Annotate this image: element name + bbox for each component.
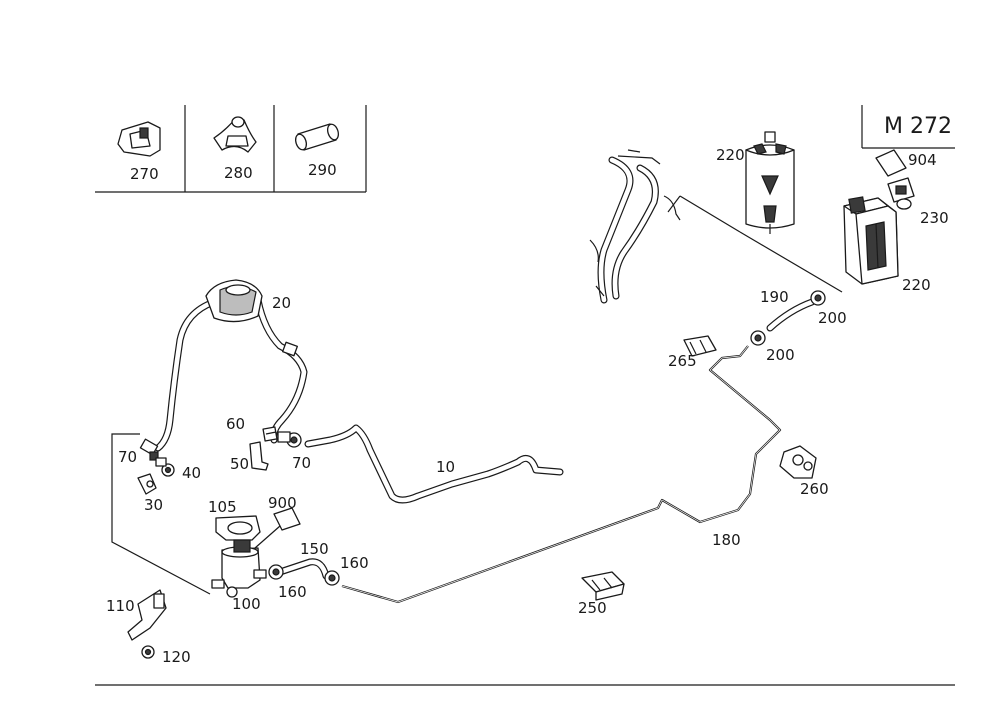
label-220-upper: 220 [716,146,745,164]
connector-60 [262,426,278,442]
clamp-200-lower [750,330,766,346]
harness-bundle [589,149,681,304]
model-code: M 272 [884,114,952,139]
hose-190 [766,298,816,332]
label-160-right: 160 [340,554,369,572]
label-120: 120 [162,648,191,666]
tube-290-icon [294,123,340,151]
label-260: 260 [800,480,829,498]
clip-280-icon [213,116,257,153]
valve-100 [211,539,267,598]
connector-30 [137,473,157,495]
label-230: 230 [920,209,949,227]
label-70-left: 70 [118,448,137,466]
pipe-180 [341,345,782,604]
label-160-left: 160 [278,583,307,601]
hose-10 [304,424,564,504]
bracket-105-icon [215,515,261,541]
clamp-160-right [324,570,340,586]
legend-label-270: 270 [130,165,159,183]
label-70-right: 70 [292,454,311,472]
valve-230-icon [887,177,915,210]
label-904-icon [875,149,907,177]
clamp-200-upper [810,290,826,306]
legend-box: 270 280 290 [95,105,367,193]
label-20: 20 [272,294,291,312]
legend-label-290: 290 [308,161,337,179]
label-60: 60 [226,415,245,433]
label-105: 105 [208,498,237,516]
bracket-260-icon [779,445,817,479]
clamp-160-left [268,564,284,580]
connector-50 [249,441,269,471]
label-904: 904 [908,151,937,169]
part-labels: 20 10 70 40 30 60 50 70 105 900 150 160 … [106,146,949,666]
hose-150 [276,558,330,580]
nut-120-icon [141,645,155,659]
label-200-upper: 200 [818,309,847,327]
clip-270-icon [117,121,161,157]
label-200-lower: 200 [766,346,795,364]
legend-label-280: 280 [224,164,253,182]
leader-lines [111,195,843,595]
model-box: M 272 [861,105,955,149]
label-900: 900 [268,494,297,512]
label-900-icon [273,507,301,531]
label-30: 30 [144,496,163,514]
label-250: 250 [578,599,607,617]
hose-20-assembly [154,279,308,452]
clip-265-icon [683,335,717,357]
connector-40 [155,457,175,477]
label-110: 110 [106,597,135,615]
label-10: 10 [436,458,455,476]
bracket-110-icon [127,589,167,641]
charcoal-canister-220 [745,131,795,234]
charcoal-canister-220-lower [843,196,899,285]
label-40: 40 [182,464,201,482]
label-220-lower: 220 [902,276,931,294]
label-150: 150 [300,540,329,558]
connector-70-right [277,431,302,448]
label-265: 265 [668,352,697,370]
label-180: 180 [712,531,741,549]
connector-70-left [139,438,159,461]
holder-250-icon [581,571,625,601]
label-100: 100 [232,595,261,613]
label-190: 190 [760,288,789,306]
label-50: 50 [230,455,249,473]
